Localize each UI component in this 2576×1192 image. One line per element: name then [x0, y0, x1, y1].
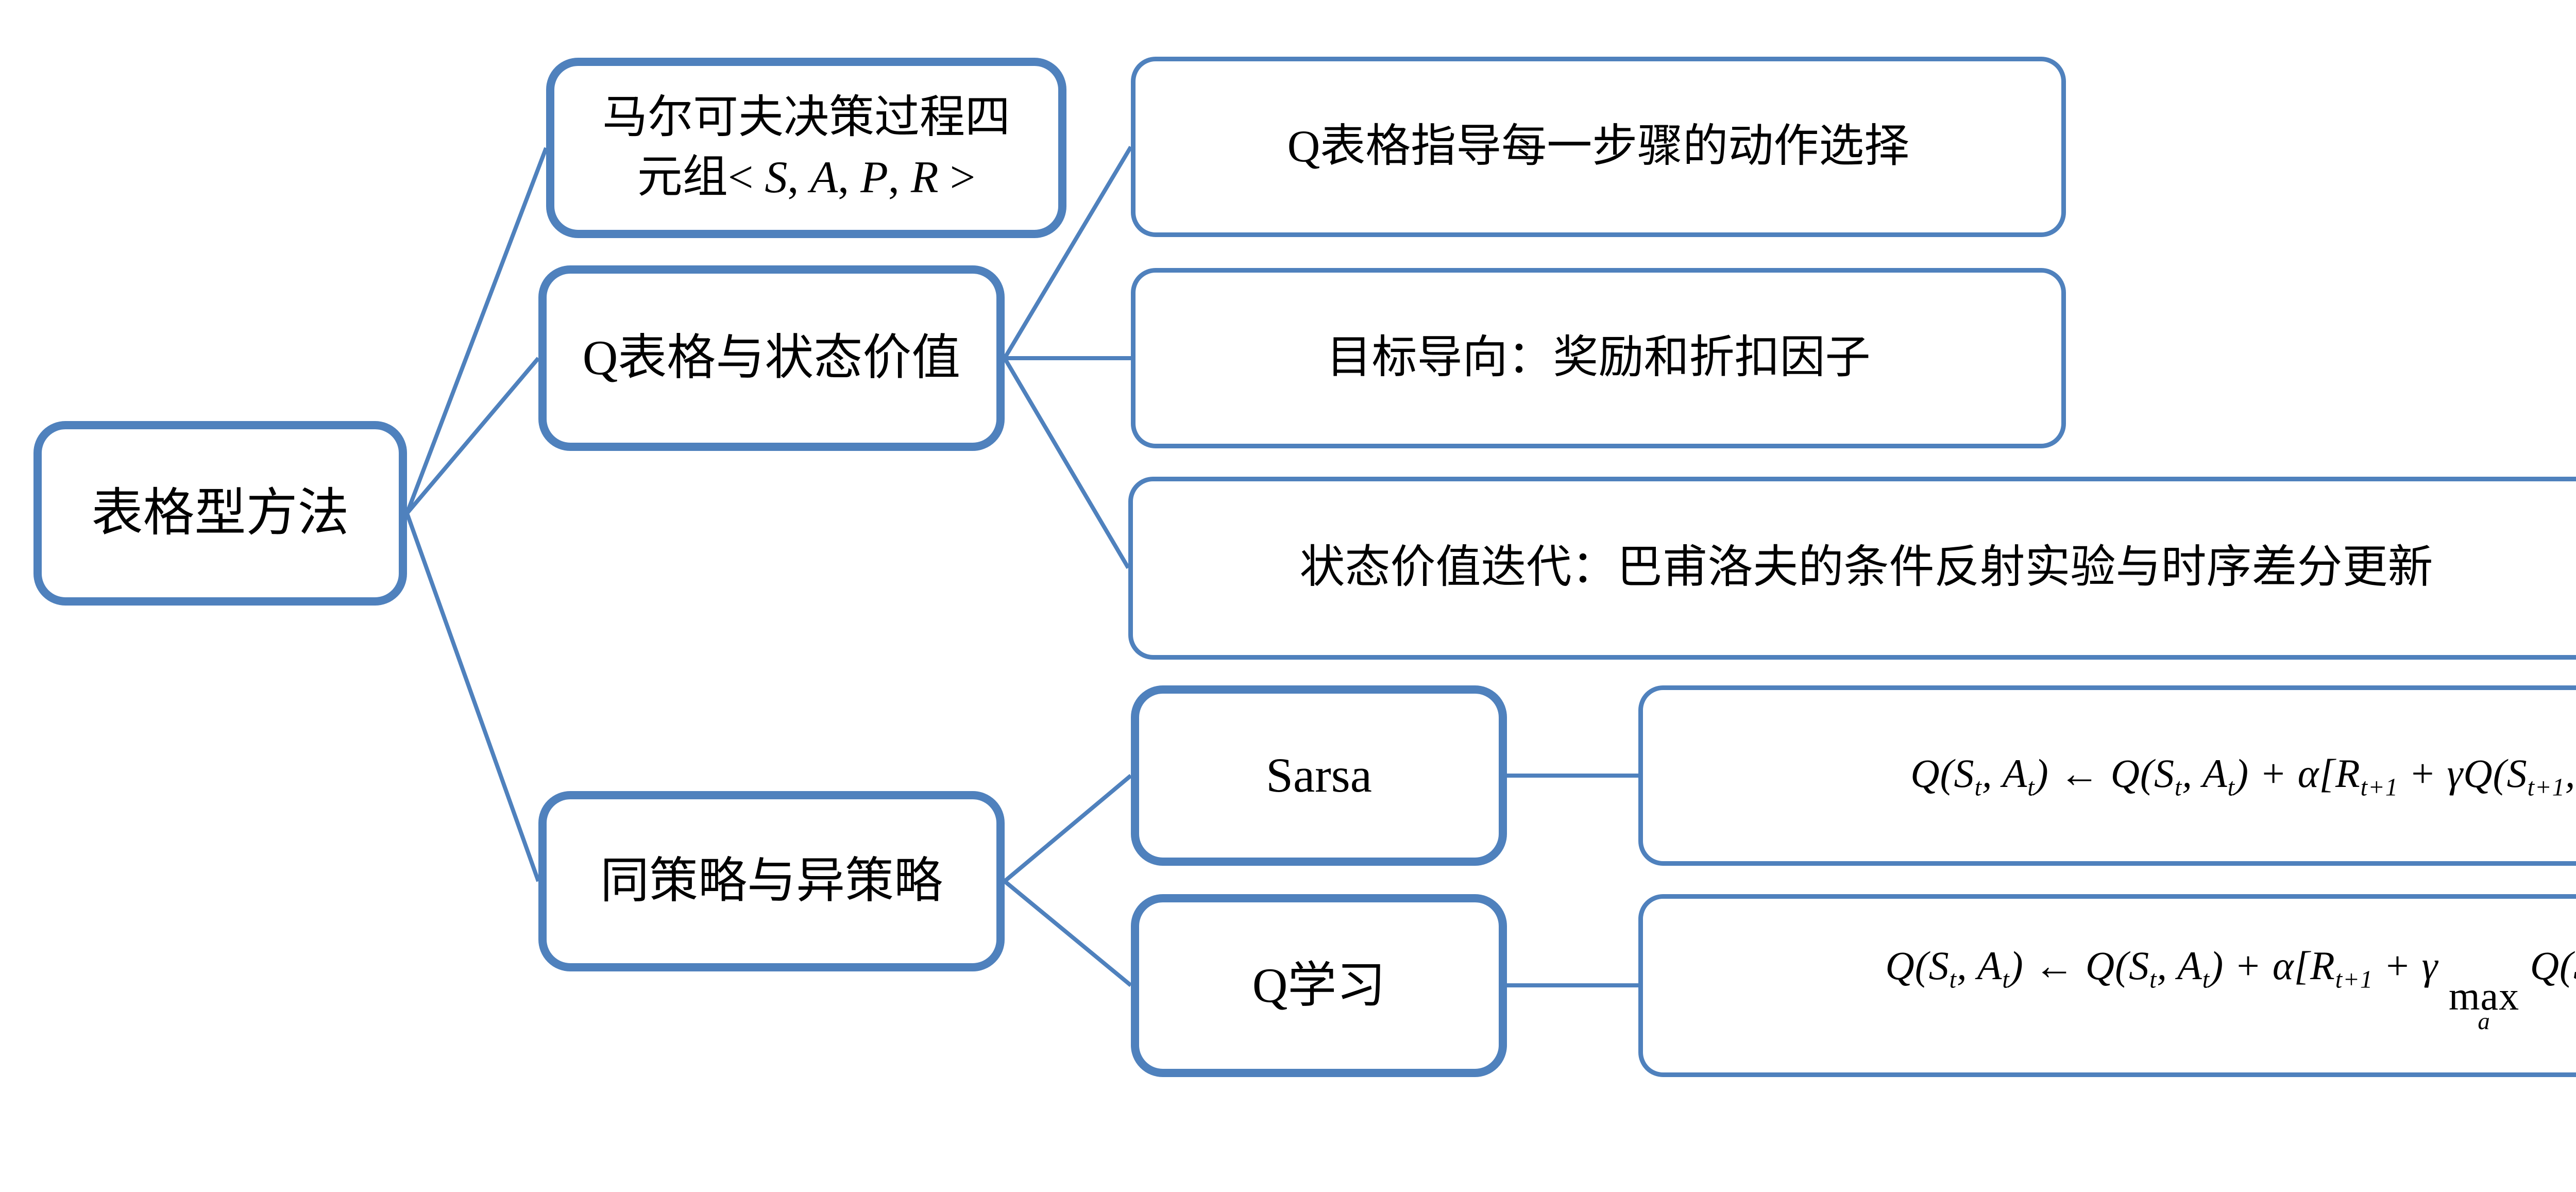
node-root: 表格型方法: [33, 421, 407, 606]
node-qlearning: Q学习: [1131, 894, 1507, 1077]
connector-policy-qlearning: [1003, 879, 1132, 987]
node-sarsa-label: Sarsa: [1266, 748, 1372, 803]
node-sarsa: Sarsa: [1131, 685, 1507, 866]
node-mdp-tuple-label: 马尔可夫决策过程四元组< S, A, P, R >: [602, 92, 1010, 203]
node-qtable-state-value: Q表格与状态价值: [538, 265, 1005, 451]
node-goal-oriented: 目标导向：奖励和折扣因子: [1131, 268, 2066, 448]
connector-policy-sarsa: [1003, 774, 1132, 883]
node-qtable-action-selection: Q表格指导每一步骤的动作选择: [1131, 57, 2066, 237]
node-state-value-iteration-label: 状态价值迭代：巴甫洛夫的条件反射实验与时序差分更新: [1299, 543, 2433, 593]
connector-qtable-child3: [1003, 357, 1130, 569]
connector-qtable-child1: [1003, 145, 1133, 360]
node-root-label: 表格型方法: [91, 484, 349, 542]
sarsa-update-formula: Q(St, At) ← Q(St, At) + α[Rt+1 + γQ(St+1…: [1910, 750, 2576, 801]
node-mdp-tuple: 马尔可夫决策过程四元组< S, A, P, R >: [546, 58, 1066, 238]
node-on-off-policy-label: 同策略与异策略: [600, 853, 943, 909]
connector-root-mdp: [405, 147, 548, 514]
connector-root-policy: [405, 512, 540, 882]
node-state-value-iteration: 状态价值迭代：巴甫洛夫的条件反射实验与时序差分更新: [1128, 477, 2576, 660]
node-qtable-action-selection-label: Q表格指导每一步骤的动作选择: [1287, 121, 1910, 172]
node-qlearning-label: Q学习: [1252, 958, 1386, 1013]
node-on-off-policy: 同策略与异策略: [538, 791, 1005, 971]
connector-root-qtable: [405, 357, 540, 515]
node-sarsa-update-formula: Q(St, At) ← Q(St, At) + α[Rt+1 + γQ(St+1…: [1638, 685, 2576, 866]
node-goal-oriented-label: 目标导向：奖励和折扣因子: [1326, 332, 1871, 383]
node-qtable-state-value-label: Q表格与状态价值: [582, 330, 961, 385]
